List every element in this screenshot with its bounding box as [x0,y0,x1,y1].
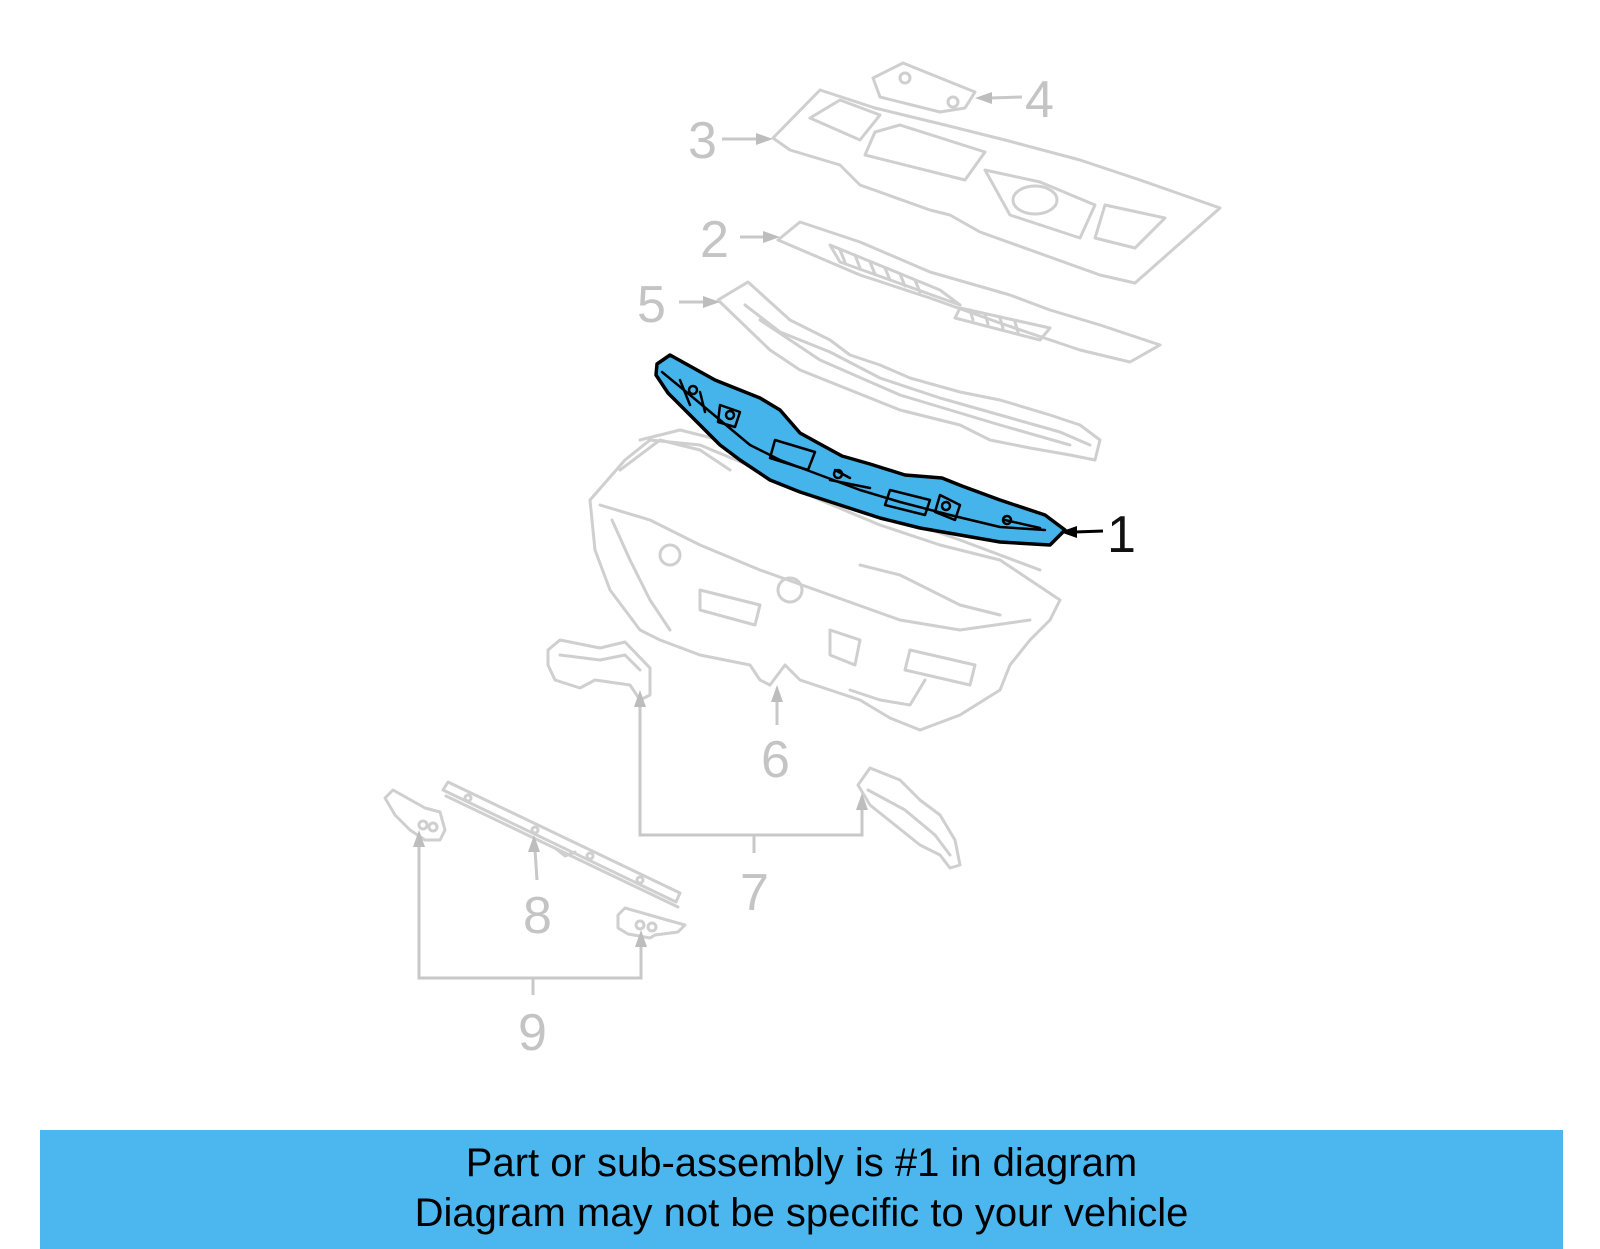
parts-diagram: 1 2 3 4 5 6 7 8 9 [383,61,1222,1062]
part-5-reinforcement [716,280,1102,462]
info-banner: Part or sub-assembly is #1 in diagram Di… [40,1130,1563,1249]
part-4-bracket [871,61,977,114]
callout-8: 8 [523,887,552,945]
part-7-right-support [856,766,962,870]
part-1-highlighted-cowl [654,353,1067,547]
part-8-cross-bar [441,780,682,909]
part-9-right-brace [616,906,687,940]
part-9-left-brace [383,788,447,842]
callout-9: 9 [518,1004,547,1062]
part-3-cowl-panel [771,88,1222,285]
part-7-left-bracket [546,638,652,702]
banner-line-1: Part or sub-assembly is #1 in diagram [465,1141,1138,1185]
callout-6: 6 [761,731,790,789]
callout-2: 2 [700,211,729,269]
callout-7: 7 [740,864,769,922]
callout-4: 4 [1025,71,1054,129]
leader-arrows [413,92,1023,995]
part-2-cowl-grille [776,220,1162,364]
callout-5: 5 [637,276,666,334]
callout-3: 3 [688,112,717,170]
leader-arrow-1 [1060,526,1104,538]
banner-line-2: Diagram may not be specific to your vehi… [414,1191,1189,1235]
callout-1: 1 [1107,506,1136,564]
callout-labels: 1 2 3 4 5 6 7 8 9 [518,71,1136,1062]
